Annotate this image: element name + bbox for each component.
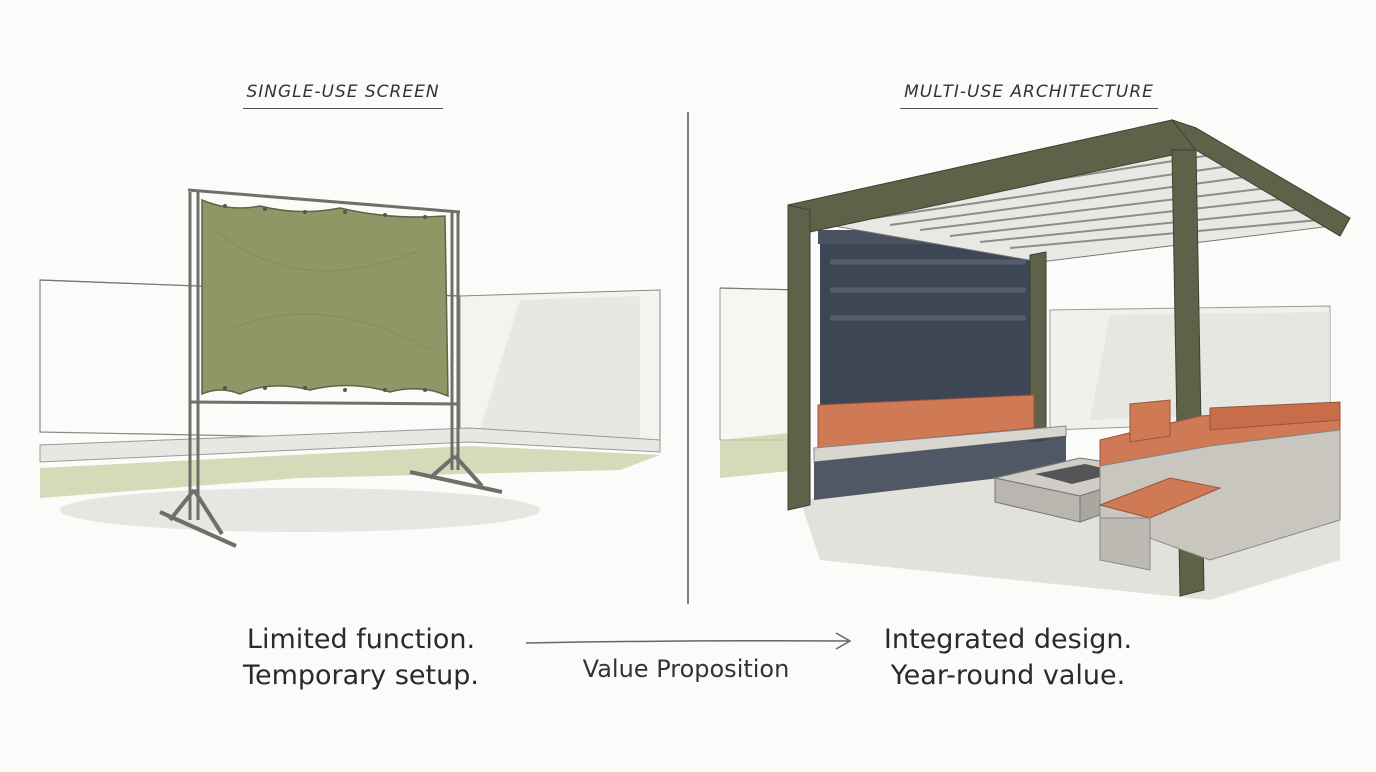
left-caption: Limited function. Temporary setup. [236,622,486,694]
built-in-bench-back [817,394,1035,449]
right-scene [719,118,1351,600]
left-heading: SINGLE-USE SCREEN [243,82,443,109]
right-caption: Integrated design. Year-round value. [868,622,1148,694]
right-caption-line-1: Integrated design. [883,624,1133,655]
sectional-sofa [1098,399,1341,571]
grommets [223,204,427,392]
left-ground-wash [40,446,660,498]
value-arrow [525,632,852,650]
screen-feet [159,454,503,548]
left-ledge [39,427,661,463]
right-ground-wash [720,432,800,478]
left-scene [39,188,661,548]
screen-frame [187,188,461,520]
left-caption-line-1: Limited function. [246,624,476,655]
right-caption-line-2: Year-round value. [890,660,1126,691]
left-caption-line-2: Temporary setup. [243,660,479,691]
slate-screen [820,240,1032,410]
right-heading: MULTI-USE ARCHITECTURE [900,82,1158,109]
screen-fabric [201,198,449,398]
value-proposition-label: Value Proposition [582,655,790,683]
